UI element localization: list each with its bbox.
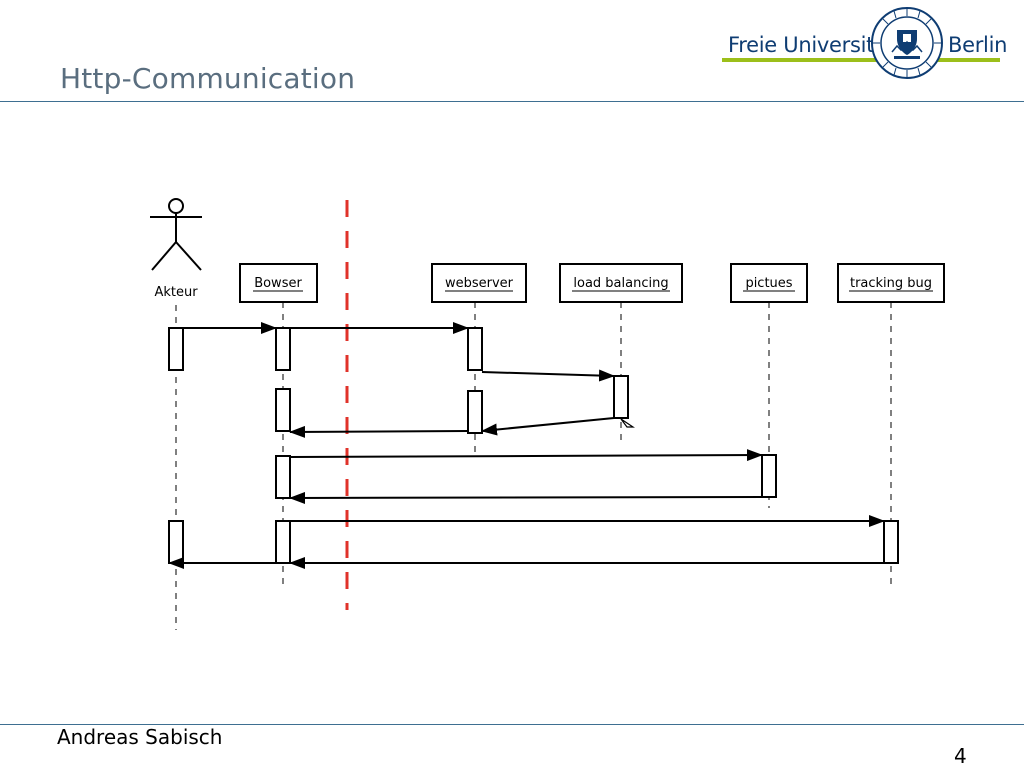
- lifeline-label-tracking-bug: tracking bug: [850, 276, 932, 291]
- actor-icon: [150, 198, 202, 271]
- messages: [168, 322, 885, 569]
- lifeline-box-webserver: [431, 263, 527, 303]
- lifeline-label-pictures: pictues: [745, 276, 792, 291]
- lifeline-label-browser: Bowser: [254, 276, 302, 291]
- logo-green-bar: [722, 58, 1000, 62]
- return-arrow-marker: [620, 418, 635, 428]
- lifeline-label-load-balancing: load balancing: [573, 276, 668, 291]
- footer-author: Andreas Sabisch: [57, 725, 223, 749]
- actor-label: Akteur: [154, 285, 198, 300]
- lifeline-box-tracking-bug: [837, 263, 945, 303]
- page-number: 4: [954, 744, 967, 768]
- lifeline-box-load-balancing: [559, 263, 683, 303]
- university-seal-icon: [871, 7, 943, 79]
- footer-divider: [0, 724, 1024, 725]
- university-logo: Freie Universität Berlin: [722, 6, 1007, 84]
- logo-wordmark-right: Berlin: [948, 33, 1008, 57]
- header-divider: [0, 101, 1024, 102]
- logo-wordmark-left: Freie Universität: [728, 33, 895, 57]
- lifeline-box-browser: [239, 263, 318, 303]
- activation-boxes: [168, 327, 899, 564]
- lifeline-label-webserver: webserver: [445, 276, 514, 291]
- slide-title: Http-Communication: [60, 62, 356, 95]
